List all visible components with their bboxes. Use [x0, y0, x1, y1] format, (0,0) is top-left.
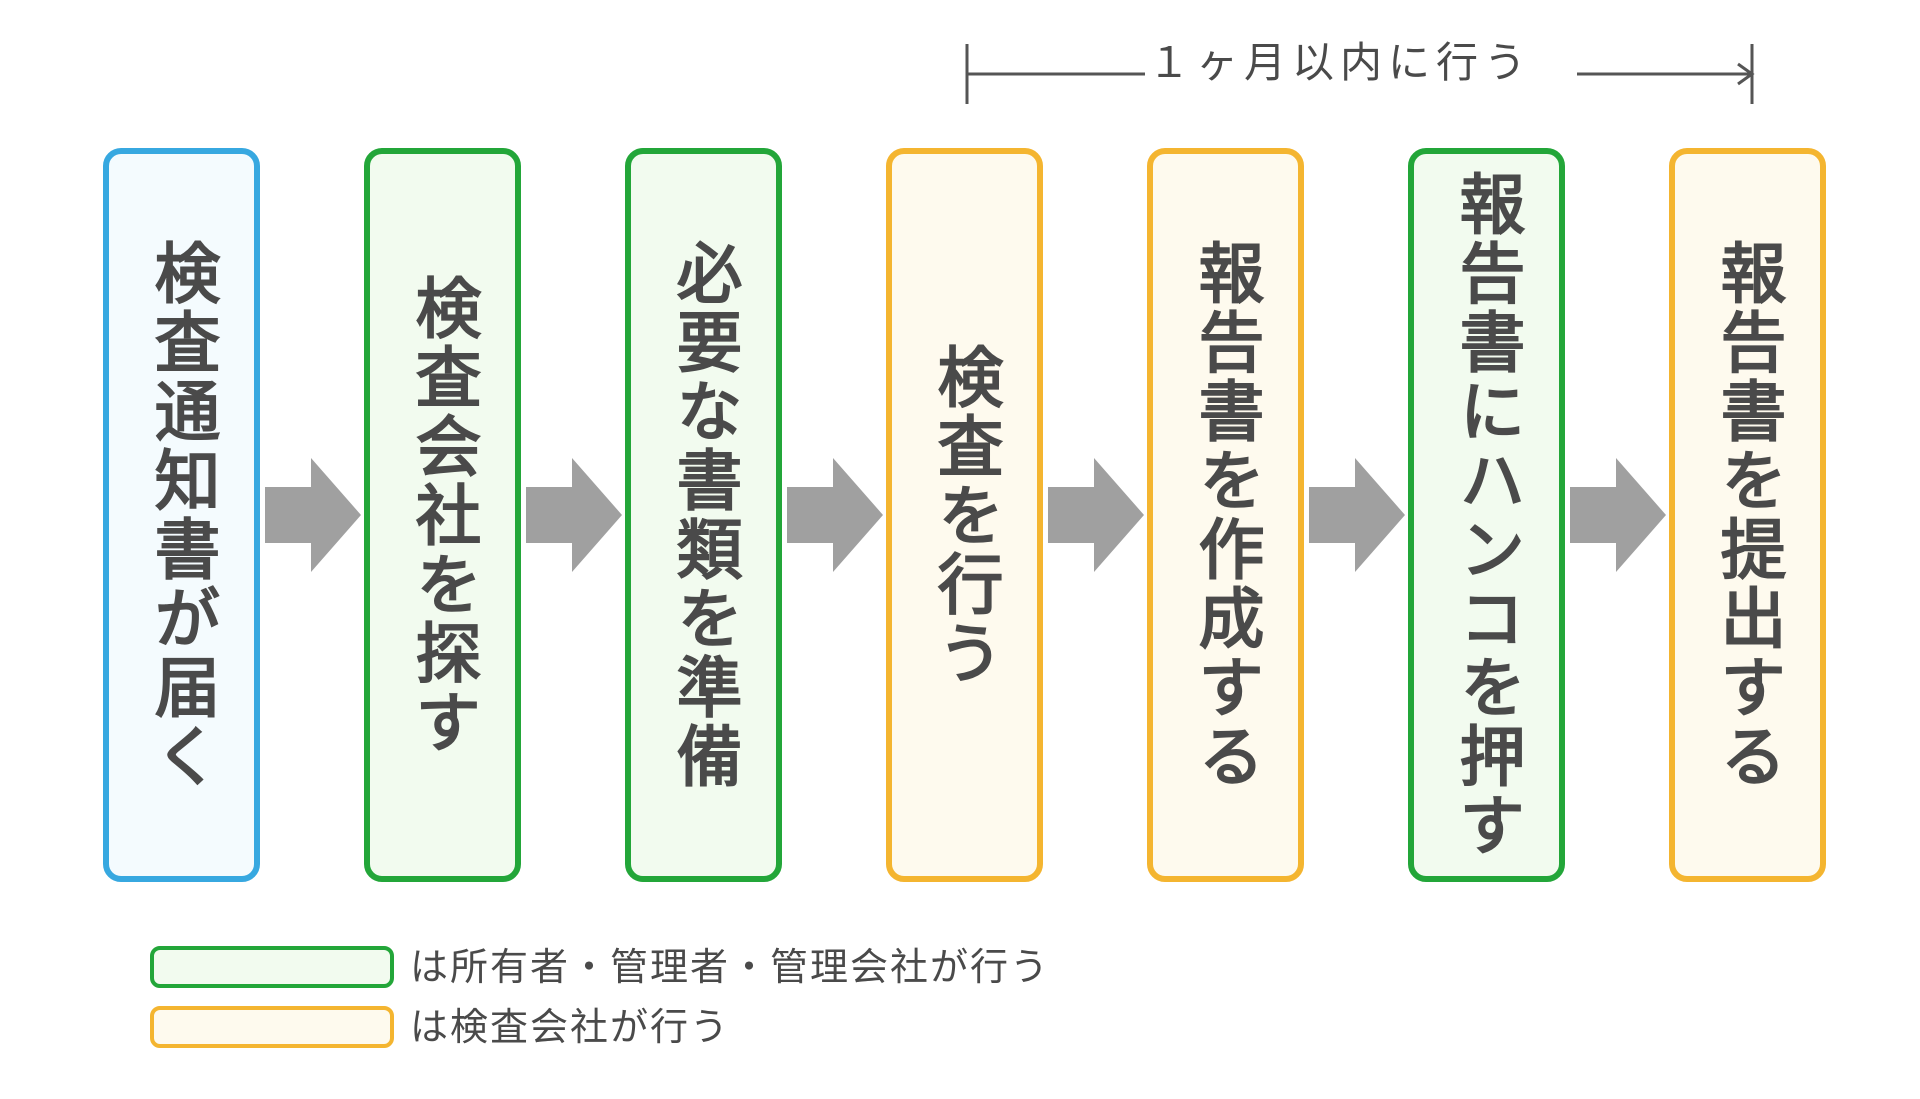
step-2-find-inspector: 検査会社を探す — [364, 148, 521, 882]
arrow-icon — [526, 458, 622, 572]
arrow-icon — [787, 458, 883, 572]
legend-swatch-green — [150, 946, 394, 988]
step-2-label: 検査会社を探す — [404, 273, 482, 757]
legend-swatch-orange — [150, 1006, 394, 1048]
arrow-icon — [1570, 458, 1666, 572]
timeline-label: １ヶ月以内に行う — [1147, 38, 1532, 87]
step-6-label: 報告書にハンコを押す — [1448, 170, 1526, 860]
step-1-label: 検査通知書が届く — [143, 239, 221, 791]
step-4-label: 検査を行う — [926, 342, 1004, 688]
legend-inspector: は検査会社が行う — [150, 1005, 730, 1049]
step-5-create-report: 報告書を作成する — [1147, 148, 1304, 882]
legend-owner-text: は所有者・管理者・管理会社が行う — [410, 945, 1051, 989]
legend-inspector-text: は検査会社が行う — [410, 1005, 731, 1049]
step-6-stamp-report: 報告書にハンコを押す — [1408, 148, 1565, 882]
timeline-bracket: １ヶ月以内に行う — [0, 0, 1920, 130]
arrow-icon — [1048, 458, 1144, 572]
timeline-bracket-lines — [965, 44, 1755, 104]
step-1-notice-received: 検査通知書が届く — [103, 148, 260, 882]
arrow-icon — [265, 458, 361, 572]
arrow-icon — [1309, 458, 1405, 572]
step-7-submit-report: 報告書を提出する — [1669, 148, 1826, 882]
legend-owner: は所有者・管理者・管理会社が行う — [150, 945, 1050, 989]
step-4-inspect: 検査を行う — [886, 148, 1043, 882]
step-3-prepare-documents: 必要な書類を準備 — [625, 148, 782, 882]
step-3-label: 必要な書類を準備 — [665, 239, 743, 791]
step-5-label: 報告書を作成する — [1187, 239, 1265, 791]
step-7-label: 報告書を提出する — [1709, 239, 1787, 791]
